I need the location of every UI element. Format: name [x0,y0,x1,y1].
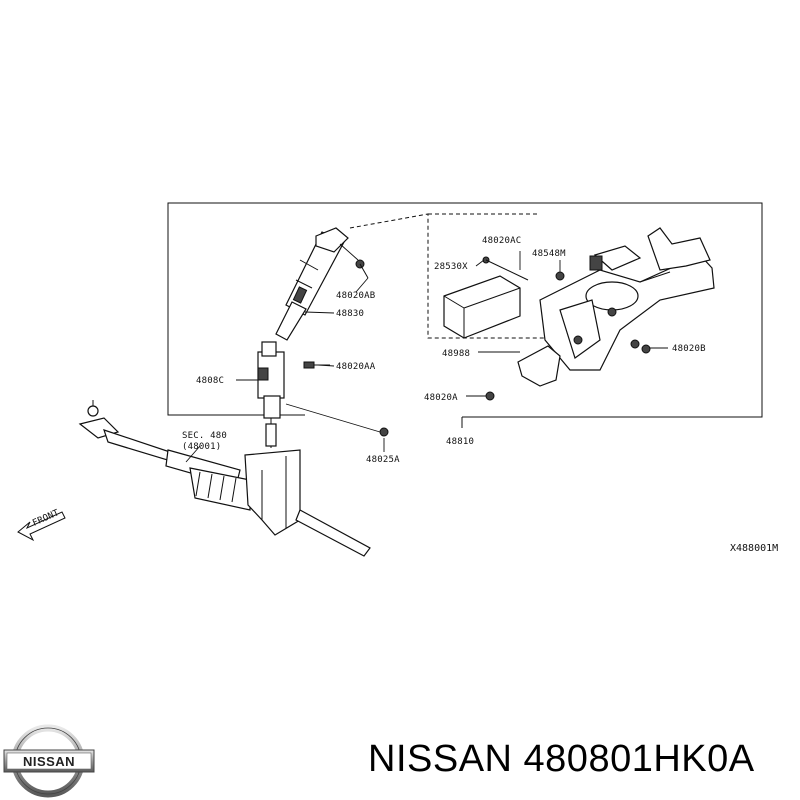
label-48548M: 48548M [532,249,566,259]
label-48020AC: 48020AC [482,236,521,246]
label-4808C: 4808C [196,376,224,386]
dashed-outline [349,213,545,339]
label-48020A: 48020A [424,393,458,403]
front-arrow-icon [17,511,66,542]
assembly-outline [167,202,763,428]
steering-rack [78,400,371,557]
label-48020AB: 48020AB [336,291,375,301]
universal-joint [257,341,285,448]
label-48020B: 48020B [672,344,706,354]
nissan-logo: NISSAN [3,724,95,798]
label-48988: 48988 [442,349,470,359]
bracket [517,345,561,387]
leader-lines [185,243,668,463]
logo-wordmark: NISSAN [23,754,75,769]
drawing-reference: X488001M [730,543,778,554]
steering-column [539,227,715,371]
label-sec-48001: (48001) [182,442,221,452]
label-sec-480: SEC. 480 [182,431,227,441]
control-module [443,275,521,339]
label-48810: 48810 [446,437,474,447]
intermediate-shaft [275,227,349,341]
label-48020AA: 48020AA [336,362,376,372]
label-48830: 48830 [336,309,364,319]
label-front: FRONT [31,508,61,529]
label-28530X: 28530X [434,262,468,272]
part-title: NISSAN 480801HK0A [368,738,755,780]
label-48025A: 48025A [366,455,400,465]
